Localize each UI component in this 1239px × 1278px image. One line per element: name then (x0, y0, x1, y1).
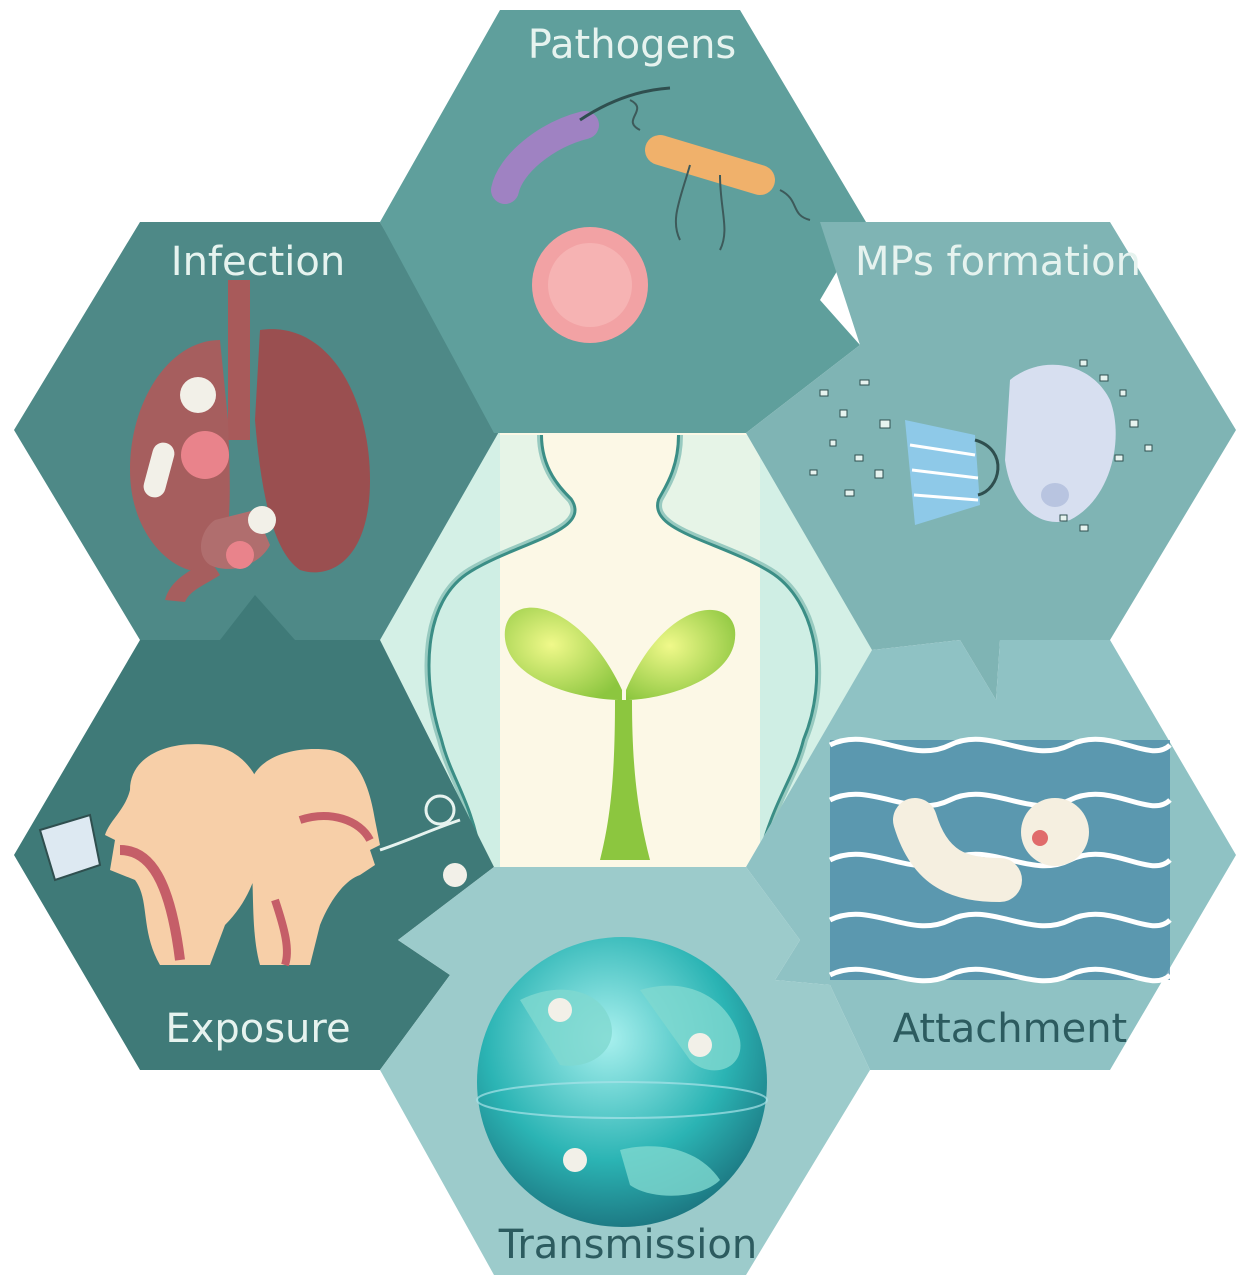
plastic-particle-icon (180, 377, 216, 413)
label-pathogens: Pathogens (528, 22, 737, 68)
virus-icon (532, 227, 648, 343)
label-attachment: Attachment (893, 1006, 1128, 1052)
label-infection: Infection (171, 239, 345, 285)
globe-icon (477, 937, 767, 1227)
plastic-sphere-icon (1021, 798, 1089, 866)
virus-icon (181, 431, 229, 479)
label-transmission: Transmission (498, 1222, 757, 1268)
label-exposure: Exposure (165, 1006, 350, 1052)
label-mps-formation: MPs formation (855, 239, 1141, 285)
plastic-particle-icon (248, 506, 276, 534)
virus-icon (226, 541, 254, 569)
